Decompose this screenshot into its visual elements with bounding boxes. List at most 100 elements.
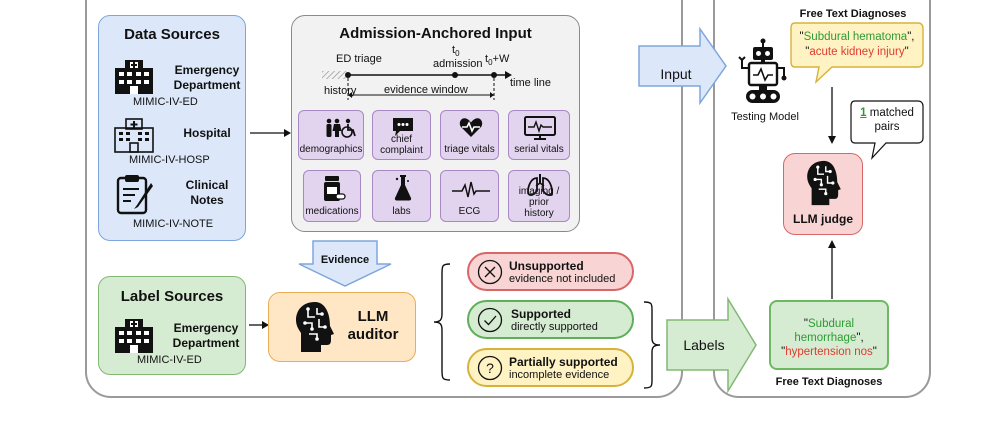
tile-demographics: demographics xyxy=(298,110,364,160)
question-circle-icon: ? xyxy=(477,355,503,381)
t0w-suffix: +W xyxy=(492,53,510,65)
tile-labs-label: labs xyxy=(392,206,411,217)
labels-arrow-shape xyxy=(666,296,757,394)
llm-auditor-box: LLM auditor xyxy=(268,292,416,362)
hospital-source-name: Hospital xyxy=(183,126,231,140)
label-sources-box: Label Sources Emergency Department MIMIC… xyxy=(98,276,246,375)
tile-chief-complaint: chief complaint xyxy=(372,110,431,160)
bottom-dx1-line2: hemorrhage", xyxy=(794,332,864,344)
top-diagnoses-bubble xyxy=(790,22,924,85)
unsupported-desc: evidence not included xyxy=(509,273,616,285)
bottom-dx1-b: hemorrhage xyxy=(794,332,857,344)
bottom-dx1-line1: "Subdural xyxy=(803,318,855,330)
bottom-dx2-line: "hypertension nos" xyxy=(781,346,877,358)
bottom-diagnoses-text: "Subdural hemorrhage", "hypertension nos… xyxy=(771,317,887,359)
brain-head-icon xyxy=(807,160,841,206)
matched-line2: pairs xyxy=(874,121,900,133)
hospital-source-db: MIMIC-IV-HOSP xyxy=(129,154,210,166)
free-text-top-heading: Free Text Diagnoses xyxy=(799,8,907,20)
hospital-icon xyxy=(115,319,153,353)
supported-title: Supported xyxy=(511,307,571,321)
matched-line1: 1 matched xyxy=(852,106,922,120)
bottom-dx2: hypertension nos xyxy=(785,346,873,358)
flask-icon xyxy=(394,175,412,201)
time-line-label: time line xyxy=(510,77,551,89)
monitor-icon xyxy=(524,116,556,140)
tile-labs: labs xyxy=(372,170,431,222)
data-sources-box: Data Sources Emergency Department MIMIC-… xyxy=(98,15,246,241)
top-dx1: Subdural hematoma xyxy=(803,31,908,43)
t0-letter: t xyxy=(452,44,456,56)
partially-supported-title: Partially supported xyxy=(509,355,618,369)
x-circle-icon xyxy=(477,259,503,285)
right-brace xyxy=(643,301,661,389)
lungs-icon xyxy=(527,174,553,196)
llm-auditor-line1: LLM xyxy=(357,308,389,325)
heart-pulse-icon xyxy=(459,118,483,137)
evidence-window-label: evidence window xyxy=(384,84,468,96)
admission-input-title: Admission-Anchored Input xyxy=(339,25,532,42)
robot-icon xyxy=(738,38,787,103)
admission-label: admission xyxy=(433,58,483,70)
input-arrow-shape xyxy=(638,26,727,106)
llm-auditor-label: LLM auditor xyxy=(341,308,405,344)
svg-text:?: ? xyxy=(486,360,494,376)
unsupported-pill: Unsupported evidence not included xyxy=(467,252,634,291)
check-circle-icon xyxy=(477,307,503,333)
tile-serial-vitals: serial vitals xyxy=(508,110,570,160)
tile-chief-complaint-text: chief complaint xyxy=(380,134,423,156)
bubble-to-judge-arrow xyxy=(828,87,836,144)
pill-bottle-icon xyxy=(324,176,346,201)
notes-source-db: MIMIC-IV-NOTE xyxy=(133,218,214,230)
partially-supported-desc: incomplete evidence xyxy=(509,369,610,381)
left-brace xyxy=(433,263,451,381)
input-arrow-label: Input xyxy=(660,66,692,82)
ed-source-line1: Emergency xyxy=(174,63,240,77)
t0-label: t0 xyxy=(452,44,460,58)
diagnoses-to-judge-arrow xyxy=(828,240,836,299)
labels-arrow-label: Labels xyxy=(683,337,725,353)
sources-to-input-arrow xyxy=(250,129,291,137)
label-ed-name: Emergency Department xyxy=(167,321,245,351)
top-dx2-line: "acute kidney injury" xyxy=(805,46,909,58)
tile-ecg: ECG xyxy=(440,170,499,222)
free-text-bottom-heading: Free Text Diagnoses xyxy=(775,376,883,388)
tile-medications-label: medications xyxy=(305,206,359,217)
testing-model-label: Testing Model xyxy=(731,111,799,123)
label-ed-db: MIMIC-IV-ED xyxy=(137,354,202,366)
bottom-diagnoses-box: "Subdural hemorrhage", "hypertension nos… xyxy=(769,300,889,370)
tile-imaging: imaging / prior history xyxy=(508,170,570,222)
matched-word: matched xyxy=(869,107,914,119)
tile-triage-vitals-label: triage vitals xyxy=(444,144,495,155)
hospital-outline-icon xyxy=(114,118,154,153)
supported-desc: directly supported xyxy=(511,321,598,333)
matched-pairs-bubble xyxy=(850,100,924,160)
notes-source-line2: Notes xyxy=(190,193,224,207)
partially-supported-pill: ? Partially supported incomplete evidenc… xyxy=(467,348,634,387)
admission-input-box: Admission-Anchored Input ED triage t0 ad… xyxy=(291,15,580,232)
llm-judge-label: LLM judge xyxy=(793,212,853,226)
hospital-icon xyxy=(115,60,153,94)
clipboard-icon xyxy=(116,175,153,215)
speech-bubble-icon xyxy=(393,118,413,136)
ecg-icon xyxy=(452,181,490,198)
ed-source-name: Emergency Department xyxy=(169,63,245,93)
evidence-arrow-shape xyxy=(298,240,392,287)
tile-chief-complaint-label: chief complaint xyxy=(373,134,430,156)
ed-source-db: MIMIC-IV-ED xyxy=(133,96,198,108)
llm-judge-box: LLM judge xyxy=(783,153,863,235)
unsupported-title: Unsupported xyxy=(509,259,584,273)
label-sources-title: Label Sources xyxy=(120,288,224,305)
labels-to-auditor-arrow xyxy=(249,321,269,329)
label-ed-line1: Emergency xyxy=(173,321,239,335)
top-dx1-line: "Subdural hematoma", xyxy=(799,31,915,43)
matched-pairs-text: 1 matched pairs xyxy=(852,106,922,134)
t0w-sub: 0 xyxy=(488,58,493,68)
data-sources-title: Data Sources xyxy=(124,26,220,43)
llm-auditor-line2: auditor xyxy=(347,326,399,343)
t0w-label: t0+W xyxy=(485,53,509,67)
notes-source-line1: Clinical xyxy=(185,178,229,192)
bottom-dx1-a: Subdural xyxy=(808,318,855,330)
brain-head-icon xyxy=(296,302,334,352)
top-diagnoses-text: "Subdural hematoma", "acute kidney injur… xyxy=(794,30,920,60)
